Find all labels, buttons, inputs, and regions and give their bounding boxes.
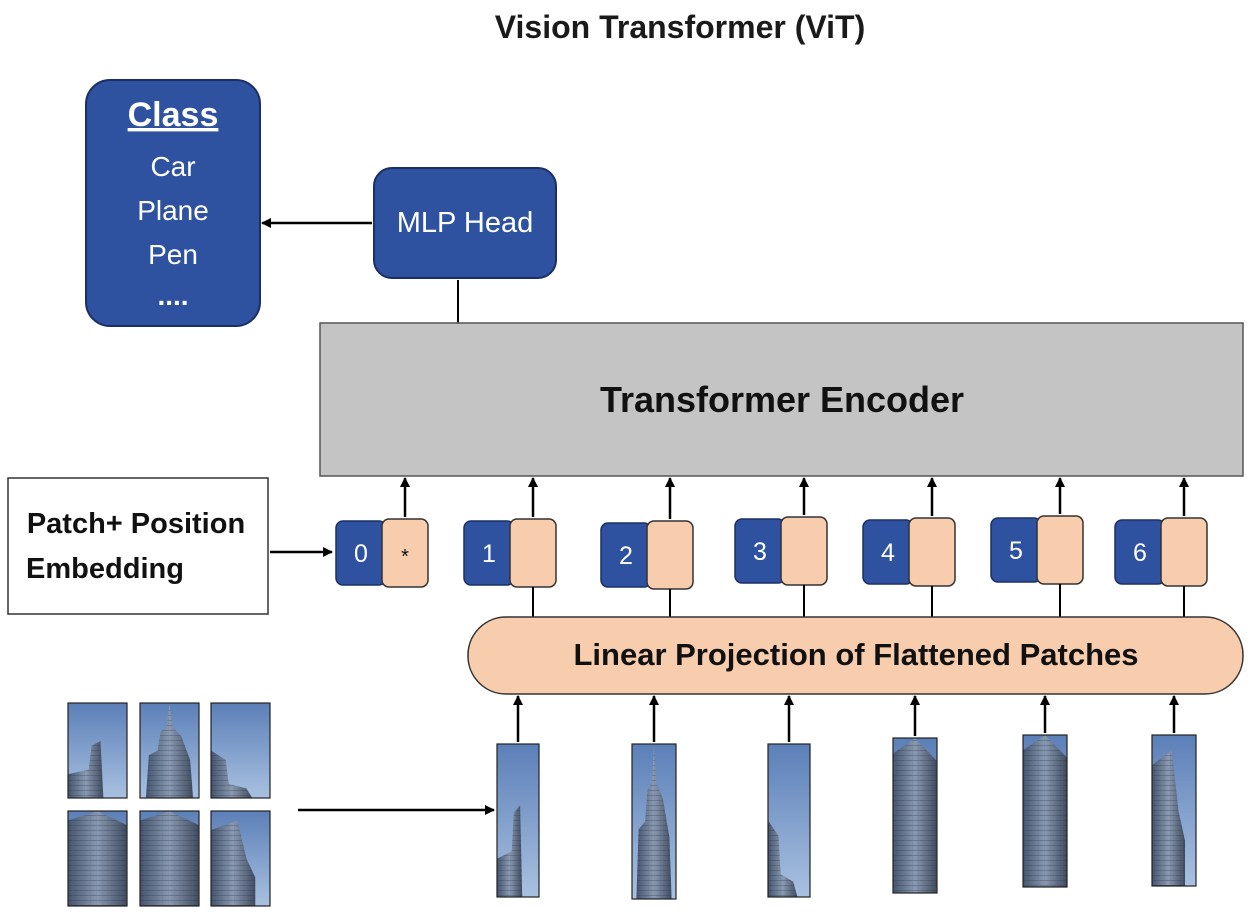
token-index-label: 0 (354, 540, 368, 568)
token-index-label: 4 (881, 539, 895, 567)
class-box: Class Car Plane Pen .... (85, 79, 261, 327)
token-embedding-box (780, 516, 828, 586)
mlp-head-box: MLP Head (373, 167, 557, 279)
grid-patch-0-2 (210, 702, 271, 799)
token-index-label: 3 (753, 538, 767, 566)
grid-patch-1-2 (210, 810, 271, 907)
image-patch-grid (67, 702, 271, 907)
token-embedding-box (381, 518, 429, 588)
token-embedding-box (646, 520, 694, 590)
token-embedding-box (1036, 515, 1084, 585)
sequence-patch-5 (1022, 734, 1068, 888)
sequence-patch-2 (631, 743, 677, 900)
token-2: 2 (600, 477, 694, 617)
token-4: 4 (862, 477, 956, 617)
token-embedding-box (1160, 517, 1208, 587)
token-0: 0* (335, 477, 429, 588)
token-embedding-box (908, 517, 956, 587)
token-mark: * (401, 546, 409, 568)
linear-projection-box: Linear Projection of Flattened Patches (467, 616, 1244, 695)
token-index-label: 6 (1133, 539, 1147, 567)
class-item-car: Car (150, 151, 195, 182)
embedding-label-line2: Embedding (26, 553, 184, 585)
sequence-patch-4 (892, 737, 938, 894)
grid-patch-0-0 (67, 702, 128, 799)
grid-patch-1-0 (67, 810, 128, 907)
class-heading: Class (128, 96, 219, 134)
class-item-pen: Pen (148, 239, 198, 270)
token-index-label: 1 (482, 540, 496, 568)
token-index-label: 5 (1009, 537, 1023, 565)
grid-patch-0-1 (139, 702, 200, 799)
transformer-encoder-label: Transformer Encoder (600, 379, 964, 420)
flattened-patch-sequence (496, 695, 1197, 900)
token-5: 5 (990, 477, 1084, 617)
sequence-patch-3 (767, 743, 811, 898)
token-embedding-box (509, 518, 557, 588)
embedding-label-box: Patch+ Position Embedding (7, 477, 269, 615)
transformer-encoder-box: Transformer Encoder (319, 322, 1244, 477)
sequence-patch-1 (496, 743, 540, 898)
token-index-label: 2 (619, 542, 633, 570)
class-item-plane: Plane (137, 195, 209, 226)
mlp-head-label: MLP Head (397, 207, 534, 239)
embedding-label-line1: Patch+ Position (27, 508, 245, 540)
token-1: 1 (463, 477, 557, 617)
class-item-ellipsis: .... (157, 280, 188, 311)
token-6: 6 (1114, 477, 1208, 617)
diagram-title: Vision Transformer (ViT) (495, 9, 865, 45)
grid-patch-1-1 (139, 810, 200, 907)
sequence-patch-6 (1151, 734, 1197, 887)
token-3: 3 (734, 477, 828, 617)
linear-projection-label: Linear Projection of Flattened Patches (573, 637, 1138, 672)
